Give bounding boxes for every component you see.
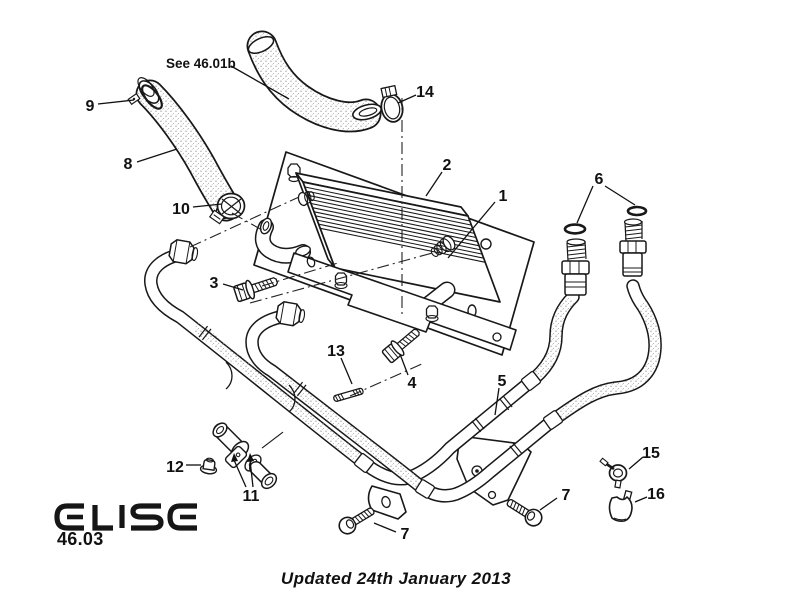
callout-5: 5 [498, 373, 507, 390]
hose-see-46-01b [246, 30, 382, 133]
callout-4: 4 [408, 375, 417, 392]
leader-line [634, 496, 648, 503]
bracket-boss-left [334, 272, 348, 290]
callout-8: 8 [124, 156, 133, 173]
hose-sleeve [353, 453, 375, 473]
stud-13 [333, 387, 364, 402]
nut-12 [199, 457, 218, 475]
leader-line [576, 185, 594, 224]
callout-10: 10 [172, 201, 190, 218]
leader-arrowhead [231, 453, 238, 462]
bolt-4 [381, 328, 420, 364]
hose-clamp-9 [127, 84, 163, 110]
hose-clamp-14 [380, 84, 404, 123]
callout-13: 13 [327, 343, 345, 360]
leader-arrowhead [247, 453, 254, 462]
leader-line [399, 353, 409, 376]
hose-clip-16 [608, 489, 633, 522]
leader-line [447, 201, 496, 259]
oil-cooler-hose-8 [135, 77, 241, 222]
callout-12: 12 [166, 459, 184, 476]
bracket-boss-right [425, 305, 439, 323]
section-code: 46.03 [57, 529, 104, 549]
leader-line [373, 522, 397, 533]
logo-letter-s [130, 503, 164, 531]
leader-line [539, 497, 558, 511]
pipe-hex-fitting-upper [168, 238, 199, 265]
logo-letter-l [92, 505, 113, 531]
hose-sleeve [415, 479, 435, 499]
hose-clamp-block-11 [212, 422, 284, 490]
callout-9: 9 [86, 98, 95, 115]
o-ring-left [563, 223, 587, 235]
cooler-port-left [297, 191, 315, 207]
callout-6: 6 [595, 171, 604, 188]
tie-wrap [288, 384, 296, 413]
hose-clamp-10 [208, 192, 246, 225]
leader-line [604, 185, 636, 206]
callout-14: 14 [416, 84, 434, 101]
callout-1: 1 [499, 188, 508, 205]
tie-wrap [225, 361, 233, 390]
callout-3: 3 [210, 275, 219, 292]
leader-line [230, 65, 290, 100]
o-ring-right [626, 205, 648, 217]
leader-line [397, 94, 417, 104]
leader-line [425, 171, 443, 197]
logo-letter-e1 [54, 503, 84, 531]
leader-line [628, 456, 644, 470]
leader-line [494, 387, 500, 416]
callout-7: 7 [401, 526, 410, 543]
phantom-centre-lines [189, 98, 437, 397]
hose-sleeve [542, 410, 564, 430]
callout-11: 11 [243, 488, 260, 505]
reference-note: See 46.01b [166, 56, 236, 71]
leader-line [249, 459, 254, 488]
leader-line [222, 283, 244, 291]
screw-7-right [506, 499, 543, 527]
leader-line [97, 99, 135, 105]
pipe-bands [198, 325, 523, 458]
footer-updated-note: Updated 24th January 2013 [280, 569, 512, 588]
oil-cooler [254, 172, 501, 317]
pipe-bracket-left-foot [367, 485, 407, 520]
leader-line [340, 357, 353, 385]
logo-letter-e2 [167, 503, 197, 531]
pipe-union-left [561, 223, 590, 296]
screw-7-left [338, 507, 375, 535]
hose-clip-15 [599, 457, 628, 489]
bolt-3 [233, 277, 279, 303]
leader-line [192, 203, 223, 208]
hose-sleeve [520, 371, 542, 391]
callout-2: 2 [443, 157, 452, 174]
callout-16: 16 [647, 486, 665, 503]
callout-7: 7 [562, 487, 571, 504]
callout-15: 15 [642, 445, 660, 462]
leader-line [136, 148, 178, 163]
leader-line [233, 459, 247, 488]
pipe-union-right [619, 205, 648, 277]
oil-cooler-pipe-assembly [144, 238, 662, 503]
pipe-hex-fitting-lower [275, 300, 306, 327]
cooler-elbow-hose [254, 217, 311, 264]
elise-logo [54, 503, 197, 531]
